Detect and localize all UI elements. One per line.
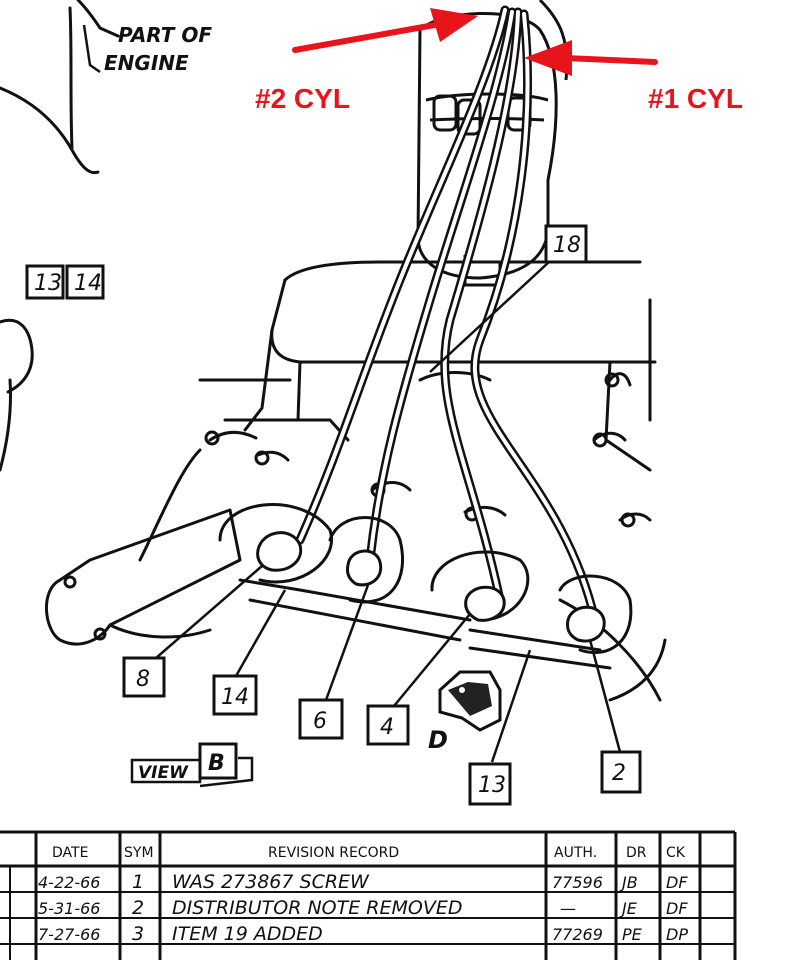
revision-row-3: 7-27-66 3 ITEM 19 ADDED 77269 PE DP [38,923,688,945]
item-14-top: 14 [74,271,102,296]
item-2: 2 [612,761,626,786]
row2-ck: DF [666,899,688,918]
leader-lines [82,24,622,763]
part-of-engine-line1: PART OF [118,23,212,47]
row3-dr: PE [622,925,643,944]
revision-row-1: 4-22-66 1 WAS 273867 SCREW 77596 JB DF [38,871,688,893]
row1-dr: JB [619,873,638,892]
part-of-engine-line2: ENGINE [104,51,189,75]
item-box-8 [122,656,166,698]
row3-ck: DP [666,925,688,944]
row2-dr: JE [619,899,638,918]
header-ck: CK [666,845,686,861]
row1-sym: 1 [132,871,144,893]
item-18: 18 [553,233,581,258]
item-box-14-top [65,264,105,300]
wire-loops [218,503,633,655]
row3-record: ITEM 19 ADDED [172,923,323,945]
item-6: 6 [313,709,327,734]
row3-date: 7-27-66 [38,925,100,944]
cyl2-label: #2 CYL [255,83,350,114]
row1-ck: DF [666,873,688,892]
item-box-14 [212,674,258,716]
row2-auth: — [560,899,576,918]
spark-plug-boots [256,531,606,643]
cyl1-label: #1 CYL [648,83,743,114]
view-letter: B [208,751,225,776]
row2-date: 5-31-66 [38,899,100,918]
item-box-4 [366,704,410,746]
item-box-13-top [25,264,65,300]
spark-plug-wires [295,5,600,625]
item-13-top: 13 [34,271,62,296]
detail-d-bracket: D [428,670,502,754]
item-box-18 [544,224,588,264]
engine-outline [0,0,120,472]
part-of-engine-label: PART OF ENGINE [104,23,212,75]
item-box-13 [468,762,512,806]
header-auth: AUTH. [554,845,597,861]
header-sym: SYM [124,845,154,861]
row1-auth: 77596 [552,873,603,892]
item-number-boxes [25,224,642,806]
exhaust-manifold [45,508,242,646]
header-date: DATE [52,845,88,861]
row1-record: WAS 273867 SCREW [172,871,370,893]
detail-d-letter: D [428,726,448,754]
red-annotations: #2 CYL #1 CYL [255,8,743,114]
item-number-labels: 13 14 18 8 14 6 4 13 2 [34,233,626,798]
row2-sym: 2 [132,897,144,919]
view-b-label: VIEW B [130,742,254,788]
row3-sym: 3 [132,923,144,945]
view-word: VIEW [138,763,189,783]
row1-date: 4-22-66 [38,873,100,892]
item-8: 8 [136,667,150,692]
row3-auth: 77269 [552,925,603,944]
revision-table: DATE SYM REVISION RECORD AUTH. DR CK 4-2… [0,830,737,960]
revision-table-headers: DATE SYM REVISION RECORD AUTH. DR CK [52,845,686,861]
revision-row-2: 5-31-66 2 DISTRIBUTOR NOTE REMOVED — JE … [38,897,688,919]
distributor [416,0,569,287]
item-4: 4 [380,715,394,740]
item-box-6 [298,698,344,740]
item-13: 13 [478,773,506,798]
item-14: 14 [221,685,249,710]
row2-record: DISTRIBUTOR NOTE REMOVED [172,897,462,919]
header-dr: DR [626,845,647,861]
header-record: REVISION RECORD [268,845,399,861]
item-box-2 [600,750,642,794]
